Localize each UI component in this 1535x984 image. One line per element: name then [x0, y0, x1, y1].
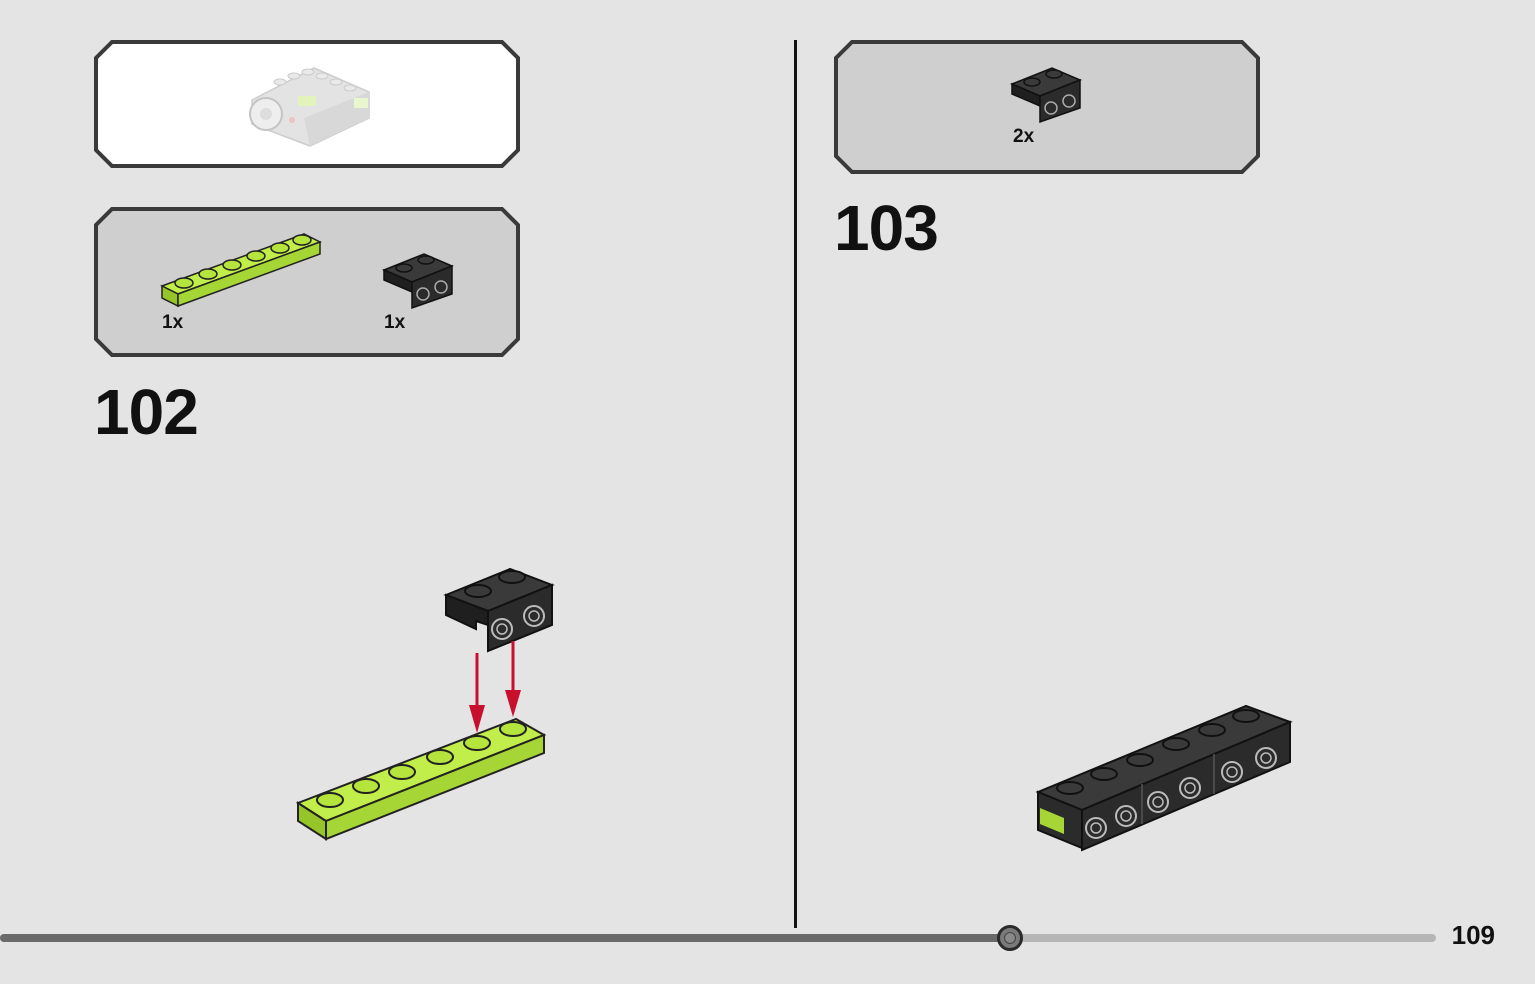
page-divider — [794, 40, 797, 928]
part-quantity: 1x — [384, 312, 406, 333]
black-bracket-1x2-icon — [443, 567, 555, 653]
subassembly-preview-panel — [94, 40, 520, 168]
step-102-assembly-illustration — [295, 567, 555, 841]
black-bracket-1x2-icon — [1010, 67, 1082, 124]
step-103-assembly-illustration — [1035, 704, 1293, 852]
parts-list-panel-step-102 — [94, 207, 520, 357]
red-arrow-icon — [469, 641, 521, 733]
car-chassis-preview-icon — [249, 67, 370, 147]
page-number: 109 — [1451, 920, 1495, 950]
black-bracket-1x2-icon — [382, 253, 454, 310]
progress-handle[interactable] — [997, 925, 1023, 951]
part-quantity: 2x — [1013, 126, 1035, 147]
progress-fill — [0, 934, 1010, 942]
step-number: 102 — [94, 376, 199, 448]
lime-plate-1x6-icon — [160, 233, 322, 308]
step-number: 103 — [834, 192, 939, 264]
lime-plate-1x6-icon — [295, 717, 547, 841]
part-quantity: 1x — [162, 312, 184, 333]
